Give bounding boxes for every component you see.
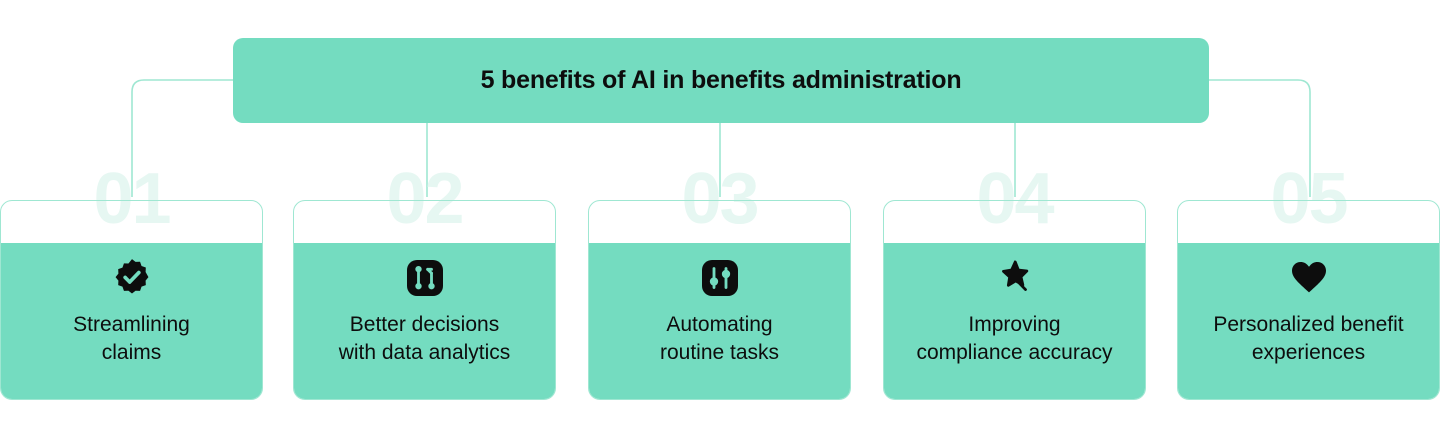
header-banner: 5 benefits of AI in benefits administrat… [233,38,1209,123]
card-label: Personalized benefit experiences [1213,313,1404,364]
card-body: Personalized benefit experiences [1178,243,1439,399]
card-label: Automating routine tasks [659,313,780,364]
benefit-card-4[interactable]: Improving compliance accuracy [883,200,1146,400]
benefit-card-2[interactable]: Better decisions with data analytics [293,200,556,400]
sliders-icon [698,257,742,299]
card-number-02: 02 [386,159,464,239]
verified-badge-check-icon [110,257,154,299]
heart-icon [1287,257,1331,299]
card-label: Improving compliance accuracy [916,313,1113,364]
benefit-card-5[interactable]: Personalized benefit experiences [1177,200,1440,400]
card-body: Better decisions with data analytics [294,243,555,399]
card-body: Improving compliance accuracy [884,243,1145,399]
card-body: Streamlining claims [1,243,262,399]
branch-merge-icon [403,257,447,299]
card-label: Better decisions with data analytics [338,313,511,364]
card-body: Automating routine tasks [589,243,850,399]
magic-wand-star-icon [993,257,1037,299]
page-title: 5 benefits of AI in benefits administrat… [480,66,962,94]
card-label: Streamlining claims [73,313,190,364]
benefit-card-1[interactable]: Streamlining claims [0,200,263,400]
benefit-card-3[interactable]: Automating routine tasks [588,200,851,400]
